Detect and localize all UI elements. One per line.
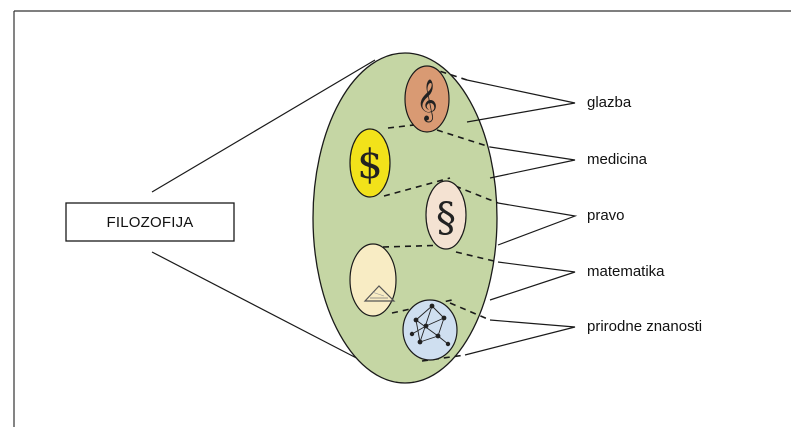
caduceus-dollar-icon: $ [349, 128, 391, 198]
field-label-matematika: matematika [587, 263, 665, 280]
cone-line-bottom [151, 251, 396, 379]
network-graph-icon [402, 299, 458, 361]
field-label-glazba: glazba [587, 94, 632, 111]
cone-line-top [151, 59, 376, 193]
treble-clef-icon: 𝄞 [404, 65, 450, 133]
field-label-prirodne-znanosti: prirodne znanosti [587, 318, 703, 335]
field-label-pravo: pravo [587, 207, 625, 224]
section-sign-icon: § [425, 180, 467, 250]
treble-clef-glyph: 𝄞 [416, 79, 437, 122]
philosophy-box-label: FILOZOFIJA [106, 213, 194, 231]
field-label-medicina: medicina [587, 151, 648, 168]
philosophy-box [65, 202, 235, 242]
label-connectors [464, 79, 578, 356]
triangle-geometry-icon [349, 243, 397, 317]
section-glyph: § [436, 195, 456, 241]
dollar-glyph: $ [357, 142, 382, 188]
